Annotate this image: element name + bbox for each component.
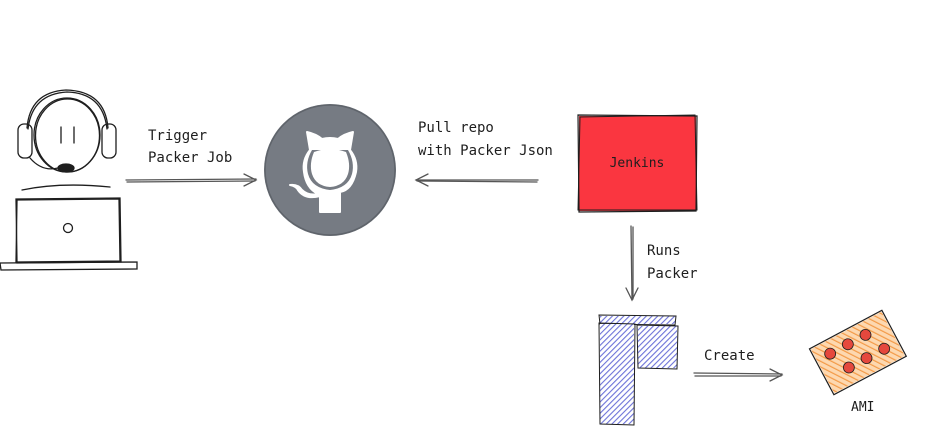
pull-label-line2: with Packer Json bbox=[418, 143, 553, 159]
pull-label-line1: Pull repo bbox=[418, 120, 494, 136]
arrow-create bbox=[693, 368, 784, 382]
arrow-pull-repo bbox=[414, 173, 539, 187]
ami-chip-icon bbox=[808, 309, 908, 396]
packer-logo-icon bbox=[598, 314, 679, 426]
arrow-runs-packer bbox=[625, 225, 639, 302]
support-agent-at-laptop-icon bbox=[0, 89, 138, 271]
jenkins-box: Jenkins bbox=[577, 114, 698, 213]
create-label: Create bbox=[704, 348, 755, 364]
runs-label-line1: Runs bbox=[647, 243, 681, 259]
github-octocat-icon bbox=[264, 104, 396, 236]
jenkins-label: Jenkins bbox=[610, 156, 665, 171]
trigger-label-line2: Packer Job bbox=[148, 150, 232, 166]
ami-label: AMI bbox=[851, 400, 874, 415]
runs-label-line2: Packer bbox=[647, 266, 698, 282]
trigger-label-line1: Trigger bbox=[148, 128, 207, 144]
arrow-trigger bbox=[125, 173, 258, 187]
